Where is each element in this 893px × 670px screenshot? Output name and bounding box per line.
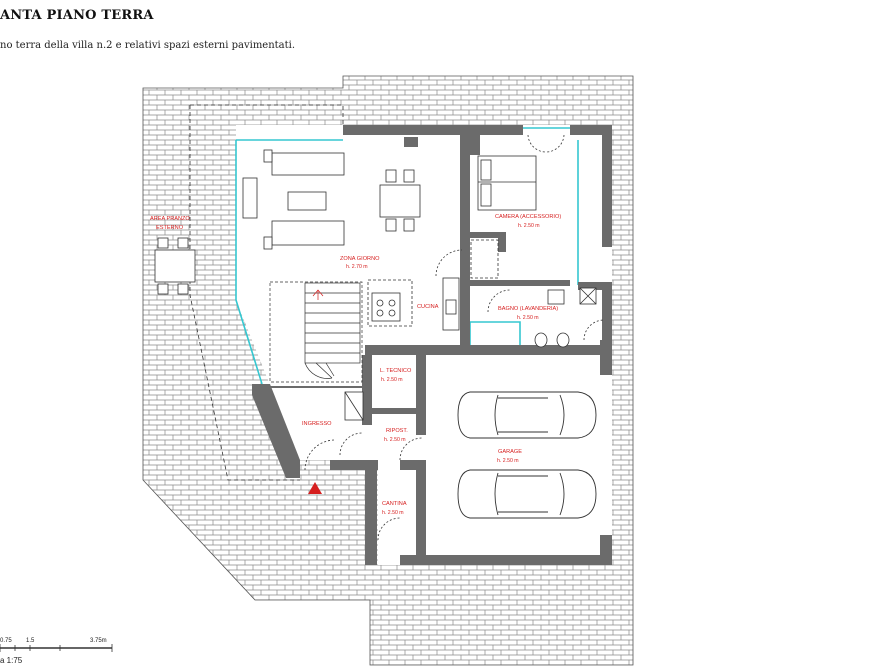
staircase [269,281,363,383]
label-zona-giorno: ZONA GIORNO [340,256,380,262]
car-1 [457,391,597,439]
kitchen-furniture [367,277,460,331]
car-2 [457,469,597,519]
height-bagno: h. 2.50 m [517,315,539,321]
label-ingresso: INGRESSO [302,421,332,427]
scale-bar: 0.75 1.5 3.75m a 1:75 [0,638,113,665]
label-cantina: CANTINA [382,501,407,507]
walls [252,125,612,565]
bathroom-fixtures [534,287,597,348]
label-cucina: CUCINA [417,304,439,310]
roof-outline-dashed [189,104,344,481]
height-cantina: h. 2.50 m [382,510,404,516]
scale-tick-1: 0.75 [0,638,12,644]
height-garage: h. 2.50 m [497,458,519,464]
height-camera: h. 2.50 m [518,223,540,229]
outdoor-dining [154,237,196,295]
label-bagno: BAGNO (LAVANDERIA) [498,306,558,312]
height-ripostiglio: h. 2.50 m [384,437,406,443]
scale-ratio: a 1:75 [0,656,23,665]
page-subtitle: no terra della villa n.2 e relativi spaz… [0,40,296,51]
living-furniture [242,149,421,250]
label-camera: CAMERA (ACCESSORIO) [495,214,561,220]
glazing [235,127,579,385]
page-title: ANTA PIANO TERRA [0,8,154,23]
scale-tick-2: 1.5 [26,638,35,644]
label-garage: GARAGE [498,449,522,455]
entrance-arrow-icon [308,482,322,494]
height-zona-giorno: h. 2.70 m [346,264,368,270]
label-area-pranzo-2: ESTERNO [156,225,184,231]
label-area-pranzo-1: AREA PRANZO [150,216,190,222]
technical-shaft [344,391,364,421]
height-locale-tecnico: h. 2.50 m [381,377,403,383]
label-ripostiglio: RIPOST. [386,428,408,434]
scale-tick-3: 3.75m [90,638,107,644]
doors [304,134,605,541]
label-locale-tecnico: L. TECNICO [380,368,412,374]
bedroom-furniture [470,155,537,279]
